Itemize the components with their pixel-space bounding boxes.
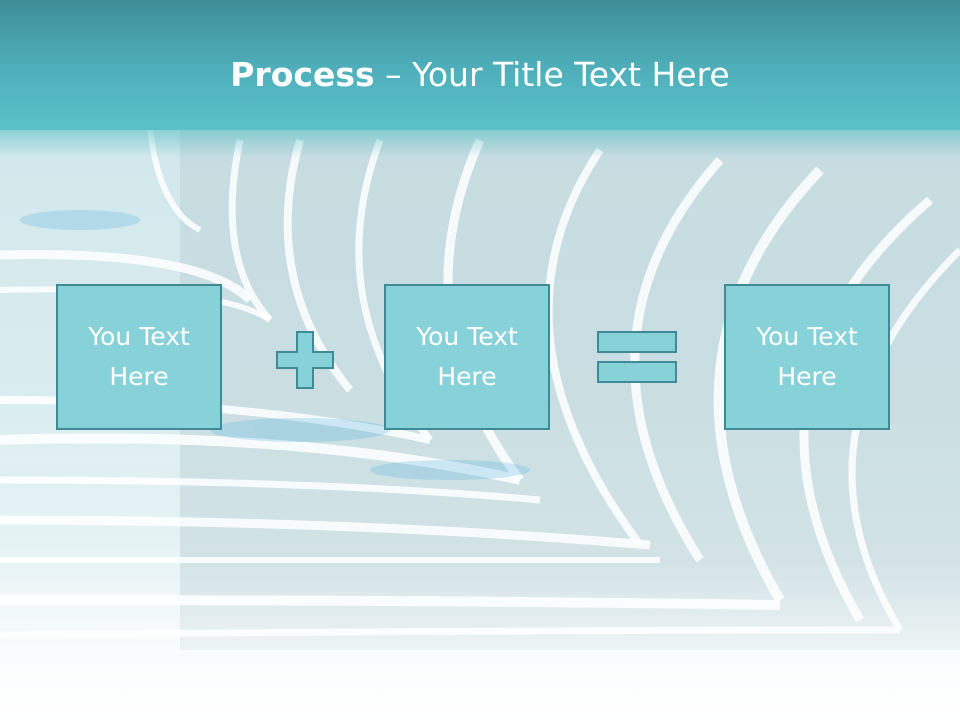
title-dash: – [374,55,413,94]
plus-icon[interactable] [275,330,335,390]
title-bold: Process [230,55,375,94]
process-box-2-text: You Text Here [416,322,518,391]
title-rest: Your Title Text Here [412,55,730,94]
title-band-fade [0,118,960,158]
process-box-3-text: You Text Here [756,322,858,391]
slide-title[interactable]: Process – Your Title Text Here [0,54,960,96]
process-box-1[interactable]: You Text Here [56,284,222,430]
process-box-2[interactable]: You Text Here [384,284,550,430]
process-box-3[interactable]: You Text Here [724,284,890,430]
equals-icon[interactable] [597,331,677,383]
title-band [0,0,960,130]
process-box-1-text: You Text Here [88,322,190,391]
